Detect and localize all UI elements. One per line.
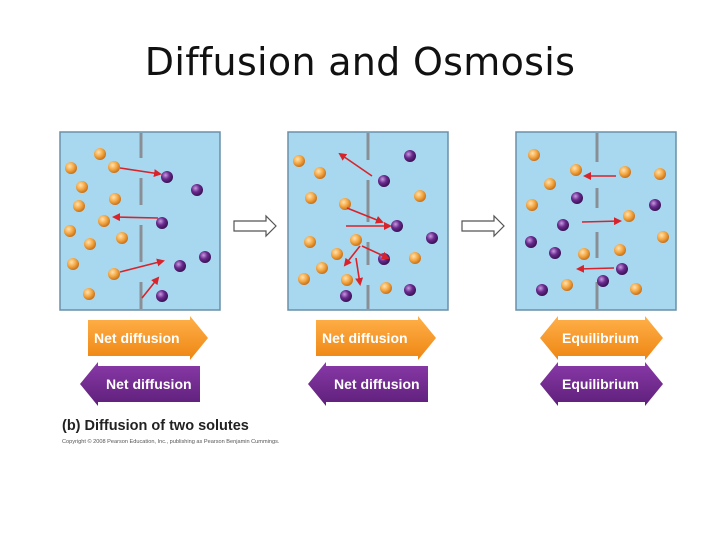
figure-caption: (b) Diffusion of two solutes (62, 418, 249, 434)
arrow-label: Net diffusion (94, 330, 180, 346)
arrow-label: Equilibrium (562, 376, 639, 392)
copyright-notice: Copyright © 2008 Pearson Education, Inc.… (62, 439, 280, 445)
solution-box (59, 131, 221, 311)
purple-arrow-panel-2: Net diffusion (308, 362, 428, 406)
purple-arrow-panel-3: Equilibrium (540, 362, 663, 406)
purple-solute-particles (525, 192, 661, 296)
orange-arrow-panel-2: Net diffusion (316, 316, 436, 360)
orange-arrow-panel-3: Equilibrium (540, 316, 663, 360)
orange-solute-particles (526, 149, 669, 295)
arrow-label: Net diffusion (334, 376, 420, 392)
container-panel-1 (59, 131, 221, 311)
container-panel-2 (287, 131, 449, 311)
movement-arrows (112, 167, 165, 299)
purple-arrow-panel-1: Net diffusion (80, 362, 200, 406)
movement-arrows (338, 152, 392, 286)
container-panel-3 (515, 131, 677, 311)
orange-arrow-panel-1: Net diffusion (88, 316, 208, 360)
slide-title: Diffusion and Osmosis (144, 40, 576, 84)
orange-solute-particles (64, 148, 128, 300)
arrow-label: Equilibrium (562, 330, 639, 346)
purple-solute-particles (156, 171, 211, 302)
arrow-label: Net diffusion (106, 376, 192, 392)
orange-solute-particles (293, 155, 426, 294)
sequence-arrow-icon (233, 214, 277, 238)
movement-arrows (576, 172, 622, 273)
sequence-arrow-icon (461, 214, 505, 238)
arrow-label: Net diffusion (322, 330, 408, 346)
